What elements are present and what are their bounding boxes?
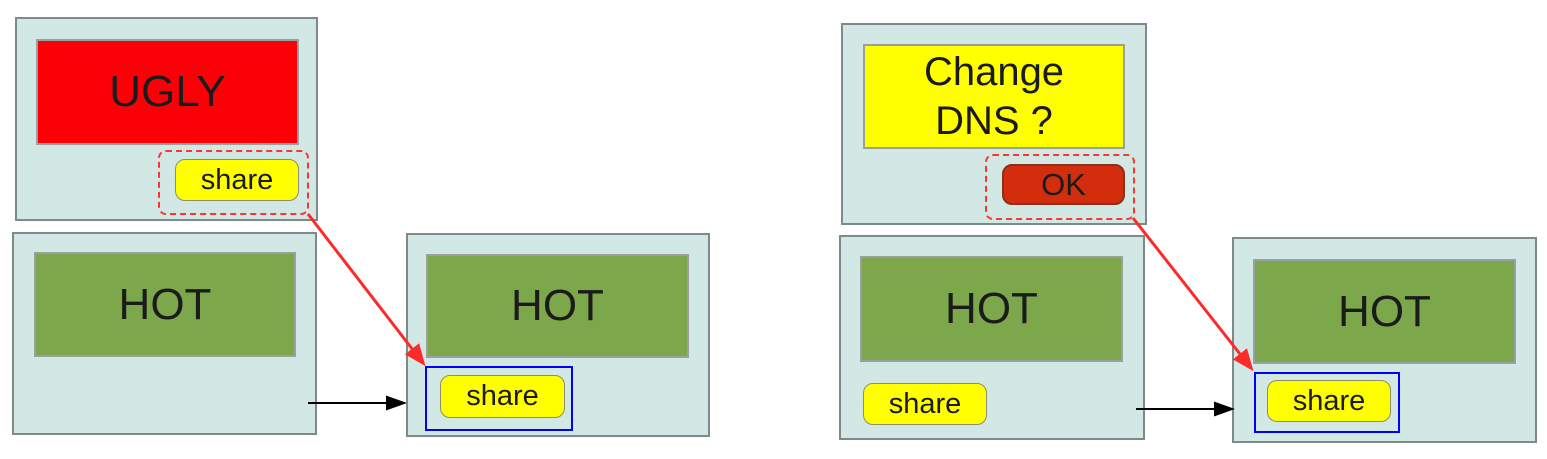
share-button-label: share [200,163,274,196]
hot-banner-label: HOT [118,279,212,329]
panel-dns-dialog: Change DNS ? OK [841,23,1147,225]
hot-banner-label: HOT [511,281,604,330]
share-button[interactable]: share [1267,380,1391,422]
panel-hot-target-right: HOT share [1232,237,1537,443]
share-button-label: share [888,387,962,420]
panel-hot-source-left: HOT [12,232,317,435]
hot-banner-label: HOT [1338,286,1431,336]
panel-hot-target-left: HOT share [406,233,710,437]
hot-banner: HOT [860,256,1123,362]
ugly-banner: UGLY [36,39,299,145]
hot-banner: HOT [1253,259,1516,364]
share-button-label: share [1292,384,1366,417]
hot-banner-label: HOT [945,284,1038,333]
share-dashed-outline-left [158,150,309,215]
ok-button-label: OK [1041,166,1086,202]
panel-ugly-window: UGLY share [15,17,318,221]
hot-banner: HOT [426,254,689,358]
share-button[interactable]: share [440,375,565,418]
ok-button[interactable]: OK [1002,164,1125,205]
ok-dashed-outline [985,154,1135,220]
share-button[interactable]: share [863,383,987,425]
share-button[interactable]: share [175,159,299,201]
share-highlight-outline-left [425,366,573,431]
share-button-label: share [466,380,539,412]
dns-question-label: Change DNS ? [923,49,1065,143]
dns-question-banner: Change DNS ? [863,44,1125,149]
hot-banner: HOT [34,252,296,357]
ugly-banner-label: UGLY [109,67,226,116]
panel-hot-source-right: HOT share [839,235,1145,440]
share-highlight-outline-right [1254,372,1400,433]
